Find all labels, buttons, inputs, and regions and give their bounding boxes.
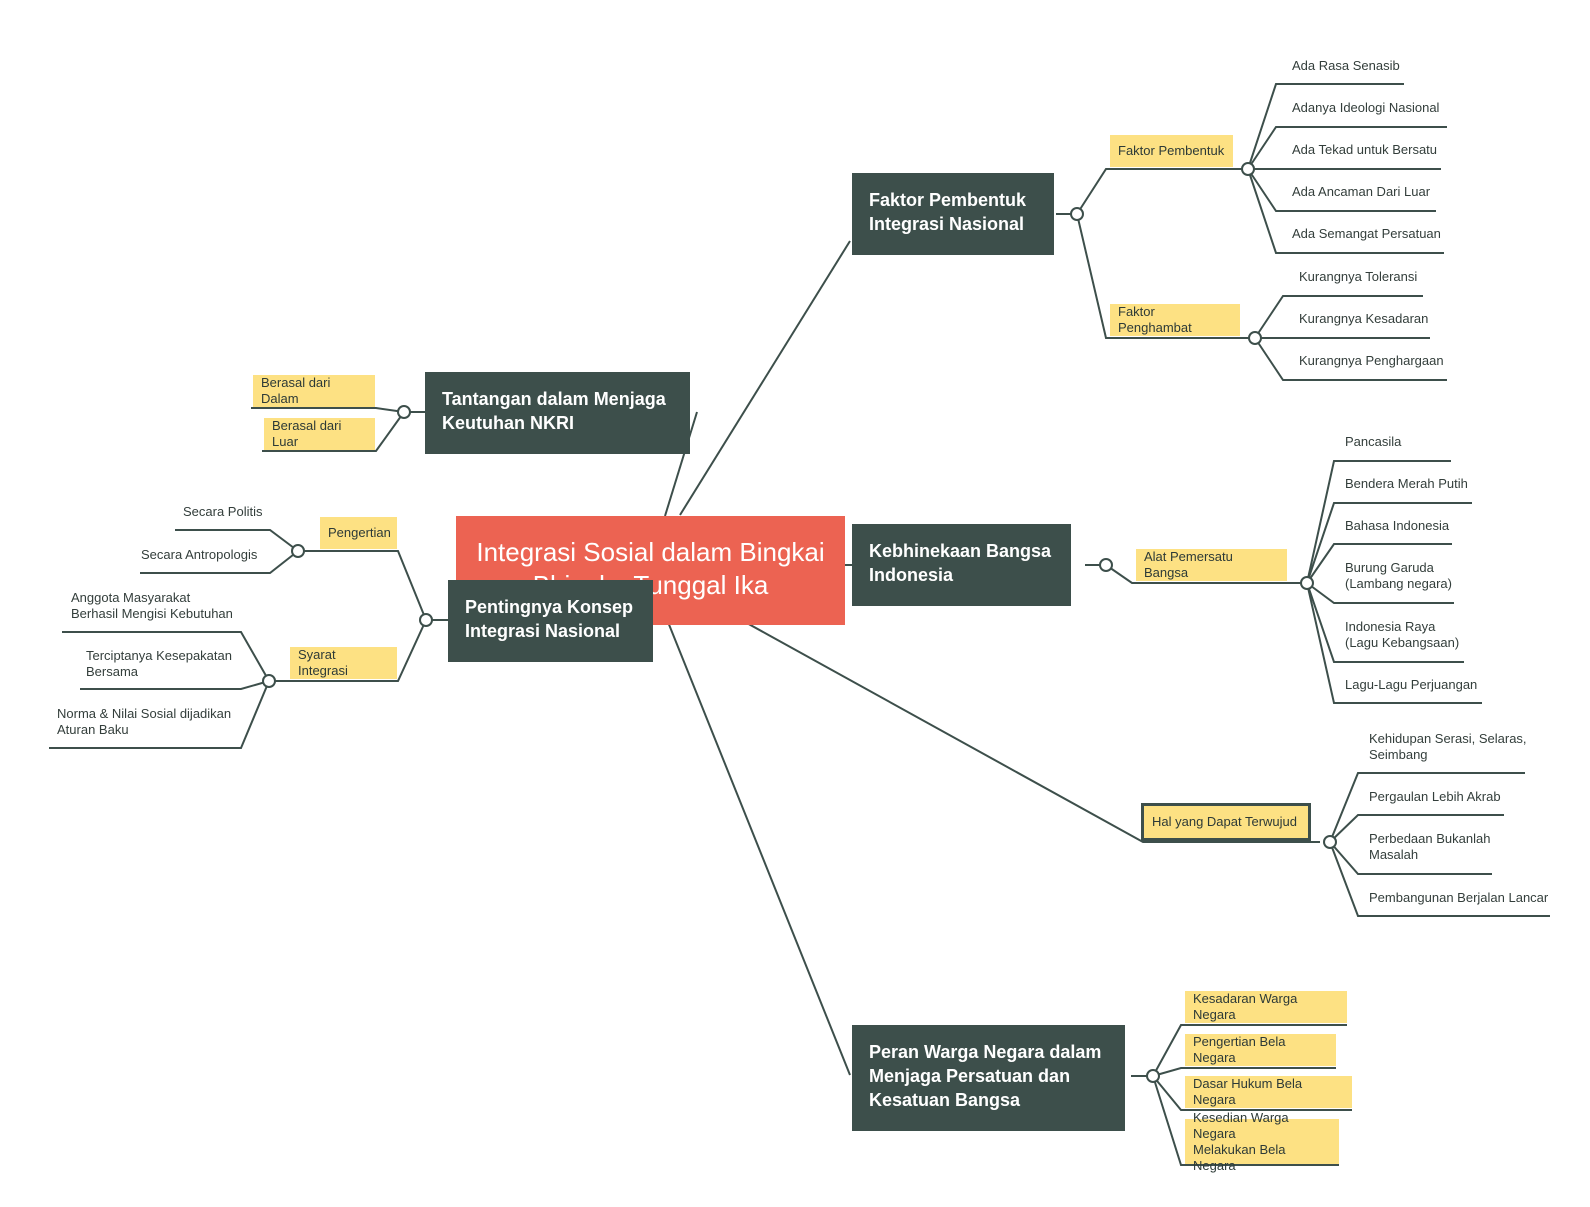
leaf-label: Bersama [86,664,139,679]
subtopic-dasar-hukum[interactable]: Dasar Hukum Bela Negara [1185,1076,1352,1108]
topic-tantangan[interactable]: Tantangan dalam Menjaga Keutuhan NKRI [425,372,690,454]
subtopic-label: Syarat Integrasi [298,647,348,678]
leaf-label: Bahasa Indonesia [1345,518,1450,533]
leaf-label: Ada Semangat Persatuan [1292,226,1441,241]
leaf-label: Secara Politis [183,504,263,519]
leaf-label: Kurangnya Kesadaran [1299,311,1429,326]
leaf-anggota-masyarakat[interactable]: Anggota Masyarakat Berhasil Mengisi Kebu… [71,590,233,622]
topic-title-line: Peran Warga Negara dalam [869,1042,1102,1062]
topic-title-line: Keutuhan NKRI [442,413,574,433]
leaf-ideologi-nasional[interactable]: Adanya Ideologi Nasional [1292,100,1439,116]
topic-title-line: Kebhinekaan Bangsa [869,541,1052,561]
leaf-semangat-persatuan[interactable]: Ada Semangat Persatuan [1292,226,1441,242]
subtopic-label: Kesadaran Warga Negara [1193,991,1298,1022]
leaf-label: Aturan Baku [57,722,129,737]
subtopic-kesedian-warga[interactable]: Kesedian Warga Negara Melakukan Bela Neg… [1185,1110,1339,1173]
topic-faktor-pembentuk[interactable]: Faktor Pembentuk Integrasi Nasional [852,173,1054,255]
leaf-label: Berhasil Mengisi Kebutuhan [71,606,233,621]
leaf-kurangnya-toleransi[interactable]: Kurangnya Toleransi [1299,269,1417,285]
leaf-label: Ada Tekad untuk Bersatu [1292,142,1438,157]
leaf-label: Ada Ancaman Dari Luar [1292,184,1431,199]
leaf-label: Pembangunan Berjalan Lancar [1369,890,1549,905]
subtopic-label: Berasal dari Luar [272,418,342,449]
topic-title-line: Faktor Pembentuk [869,190,1027,210]
subtopic-berasal-dari-dalam[interactable]: Berasal dari Dalam [253,375,375,407]
leaf-label: Anggota Masyarakat [71,590,191,605]
leaf-bendera-merah-putih[interactable]: Bendera Merah Putih [1345,476,1468,492]
leaf-tekad-bersatu[interactable]: Ada Tekad untuk Bersatu [1292,142,1437,158]
subtopic-berasal-dari-luar[interactable]: Berasal dari Luar [264,418,375,450]
topic-title-line: Integrasi Nasional [465,621,621,641]
leaf-label: Ada Rasa Senasib [1292,58,1400,73]
leaf-label: Pergaulan Lebih Akrab [1369,789,1501,804]
leaf-ancaman-dari-luar[interactable]: Ada Ancaman Dari Luar [1292,184,1430,200]
leaf-kurangnya-kesadaran[interactable]: Kurangnya Kesadaran [1299,311,1428,327]
leaf-label: Indonesia Raya [1345,619,1436,634]
leaf-lagu-perjuangan[interactable]: Lagu-Lagu Perjuangan [1345,677,1477,693]
leaf-label: Seimbang [1369,747,1428,762]
subtopic-faktor-pembentuk[interactable]: Faktor Pembentuk [1110,135,1233,167]
topic-title-line: Integrasi Nasional [869,214,1025,234]
topic-title-line: Pentingnya Konsep [465,597,634,617]
topic-peran-warga-negara[interactable]: Peran Warga Negara dalam Menjaga Persatu… [852,1025,1125,1131]
leaf-label: Masalah [1369,847,1419,862]
leaf-secara-antropologis[interactable]: Secara Antropologis [141,547,257,563]
leaf-ada-rasa-senasib[interactable]: Ada Rasa Senasib [1292,58,1400,74]
leaf-label: Lagu-Lagu Perjuangan [1345,677,1478,692]
subtopic-label: Pengertian [328,525,391,540]
leaf-label: Bendera Merah Putih [1345,476,1468,491]
leaf-label: Kurangnya Penghargaan [1299,353,1444,368]
subtopic-hal-dapat-terwujud[interactable]: Hal yang Dapat Terwujud [1141,803,1311,841]
subtopic-label: Faktor Penghambat [1118,304,1192,335]
leaf-kehidupan-serasi[interactable]: Kehidupan Serasi, Selaras, Seimbang [1369,731,1527,763]
topic-title-line: Indonesia [869,565,954,585]
subtopic-label: Pengertian Bela Negara [1193,1034,1286,1065]
leaf-pembangunan-lancar[interactable]: Pembangunan Berjalan Lancar [1369,890,1548,906]
subtopic-alat-pemersatu[interactable]: Alat Pemersatu Bangsa [1136,549,1287,581]
subtopic-label: Alat Pemersatu Bangsa [1144,549,1233,580]
topic-kebhinekaan[interactable]: Kebhinekaan Bangsa Indonesia [852,524,1071,606]
leaf-pancasila[interactable]: Pancasila [1345,434,1401,450]
topic-title-line: Tantangan dalam Menjaga [442,389,666,409]
leaf-label: Norma & Nilai Sosial dijadikan [57,706,232,721]
leaf-perbedaan-bukanlah-masalah[interactable]: Perbedaan Bukanlah Masalah [1369,831,1490,863]
leaf-label: Adanya Ideologi Nasional [1292,100,1440,115]
leaf-label: Burung Garuda [1345,560,1434,575]
leaf-indonesia-raya[interactable]: Indonesia Raya (Lagu Kebangsaan) [1345,619,1459,651]
leaf-burung-garuda[interactable]: Burung Garuda (Lambang negara) [1345,560,1452,592]
topic-title-line: Menjaga Persatuan dan [869,1066,1071,1086]
leaf-kesepakatan-bersama[interactable]: Terciptanya Kesepakatan Bersama [86,648,232,680]
topic-title-line: Kesatuan Bangsa [869,1090,1021,1110]
leaf-norma-nilai-sosial[interactable]: Norma & Nilai Sosial dijadikan Aturan Ba… [57,706,231,738]
leaf-label: Perbedaan Bukanlah [1369,831,1491,846]
subtopic-pengertian[interactable]: Pengertian [320,517,397,549]
leaf-kurangnya-penghargaan[interactable]: Kurangnya Penghargaan [1299,353,1444,369]
subtopic-label: Melakukan Bela Negara [1193,1141,1286,1173]
subtopic-label: Dasar Hukum Bela Negara [1193,1076,1303,1107]
leaf-label: (Lambang negara) [1345,576,1452,591]
central-topic-line-1: Integrasi Sosial dalam Bingkai [476,537,825,567]
leaf-label: Secara Antropologis [141,547,258,562]
leaf-bahasa-indonesia[interactable]: Bahasa Indonesia [1345,518,1449,534]
leaf-label: (Lagu Kebangsaan) [1345,635,1460,650]
subtopic-kesadaran-warga[interactable]: Kesadaran Warga Negara [1185,991,1347,1023]
subtopic-label: Hal yang Dapat Terwujud [1152,814,1298,829]
leaf-label: Kurangnya Toleransi [1299,269,1418,284]
subtopic-label: Kesedian Warga Negara [1193,1109,1289,1141]
subtopic-label: Berasal dari Dalam [261,375,331,406]
leaf-secara-politis[interactable]: Secara Politis [183,504,262,520]
leaf-label: Terciptanya Kesepakatan [86,648,232,663]
leaf-label: Kehidupan Serasi, Selaras, [1369,731,1527,746]
subtopic-faktor-penghambat[interactable]: Faktor Penghambat [1110,304,1240,336]
subtopic-pengertian-bela-negara[interactable]: Pengertian Bela Negara [1185,1034,1336,1066]
subtopic-syarat-integrasi[interactable]: Syarat Integrasi [290,647,397,679]
leaf-pergaulan-lebih-akrab[interactable]: Pergaulan Lebih Akrab [1369,789,1501,805]
leaf-label: Pancasila [1345,434,1402,449]
topic-pentingnya-konsep[interactable]: Pentingnya Konsep Integrasi Nasional [448,580,653,662]
subtopic-label: Faktor Pembentuk [1118,143,1225,158]
